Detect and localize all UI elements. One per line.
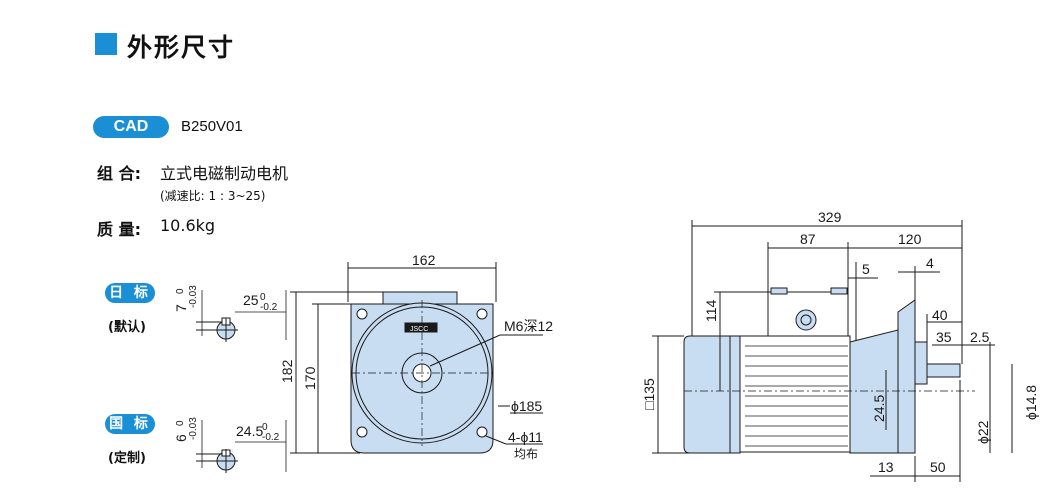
dim-35: 35 xyxy=(936,329,952,345)
holes-spec: 4-ϕ11 xyxy=(508,429,543,445)
shaft-section-jis xyxy=(196,290,287,342)
gb-standard-note: (定制) xyxy=(108,451,146,466)
key-tol-bot-jis: -0.03 xyxy=(188,285,199,308)
tap-spec: M6深12 xyxy=(504,318,553,334)
cad-download-button[interactable]: CAD xyxy=(93,116,169,138)
shaft-tol-top-jis: 0 xyxy=(260,292,266,303)
key-height-jis: 7 xyxy=(173,304,189,312)
dim-24-5: 24.5 xyxy=(871,395,887,422)
weight-label: 质 量: xyxy=(97,220,141,239)
dim-135: □135 xyxy=(641,378,657,410)
holes-note: 均布 xyxy=(514,447,538,461)
dim-50: 50 xyxy=(930,459,946,475)
dim-5: 5 xyxy=(862,261,870,277)
key-tol-bot-gb: -0.03 xyxy=(188,417,199,440)
shaft-section-gb xyxy=(196,420,287,473)
shaft-tol-top-gb: 0 xyxy=(262,422,268,433)
dim-overall: 329 xyxy=(818,209,842,225)
shaft-height-jis: 25 xyxy=(243,292,259,308)
dim-87: 87 xyxy=(800,231,816,247)
front-view xyxy=(290,262,543,454)
section-title: 外形尺寸 xyxy=(127,33,236,62)
dim-2-5: 2.5 xyxy=(970,329,990,345)
shaft-dia: ϕ14.8 xyxy=(1023,385,1039,420)
gb-standard-tab[interactable]: 国 标 xyxy=(105,414,155,434)
combo-label: 组 合: xyxy=(97,164,141,183)
brand-logo: JSCC xyxy=(410,326,428,333)
key-height-gb: 6 xyxy=(173,434,189,442)
section-marker xyxy=(95,33,117,55)
ratio-note: (减速比: 1 : 3~25) xyxy=(160,189,266,203)
dim-40: 40 xyxy=(932,307,948,323)
key-tol-top-jis: 0 xyxy=(175,288,186,294)
combo-value: 立式电磁制动电机 xyxy=(160,164,289,183)
front-width: 162 xyxy=(412,252,436,268)
key-tol-top-gb: 0 xyxy=(175,420,186,426)
front-height-outer: 182 xyxy=(279,359,295,383)
dim-4: 4 xyxy=(926,255,934,271)
dim-13: 13 xyxy=(878,459,894,475)
weight-value: 10.6kg xyxy=(160,216,216,235)
front-height-inner: 170 xyxy=(302,366,318,390)
jis-standard-note: (默认) xyxy=(108,320,146,335)
jis-standard-tab[interactable]: 日 标 xyxy=(105,283,155,303)
cad-model-code: B250V01 xyxy=(181,118,243,135)
shaft-height-gb: 24.5 xyxy=(236,423,263,439)
shaft-tol-bot-gb: -0.2 xyxy=(262,432,280,443)
dim-120: 120 xyxy=(898,231,922,247)
pcd-spec: ϕ185 xyxy=(511,398,542,414)
spigot-dia: ϕ22 xyxy=(975,420,991,444)
shaft-tol-bot-jis: -0.2 xyxy=(260,302,278,313)
side-view xyxy=(652,220,1013,482)
dim-114: 114 xyxy=(703,299,719,322)
